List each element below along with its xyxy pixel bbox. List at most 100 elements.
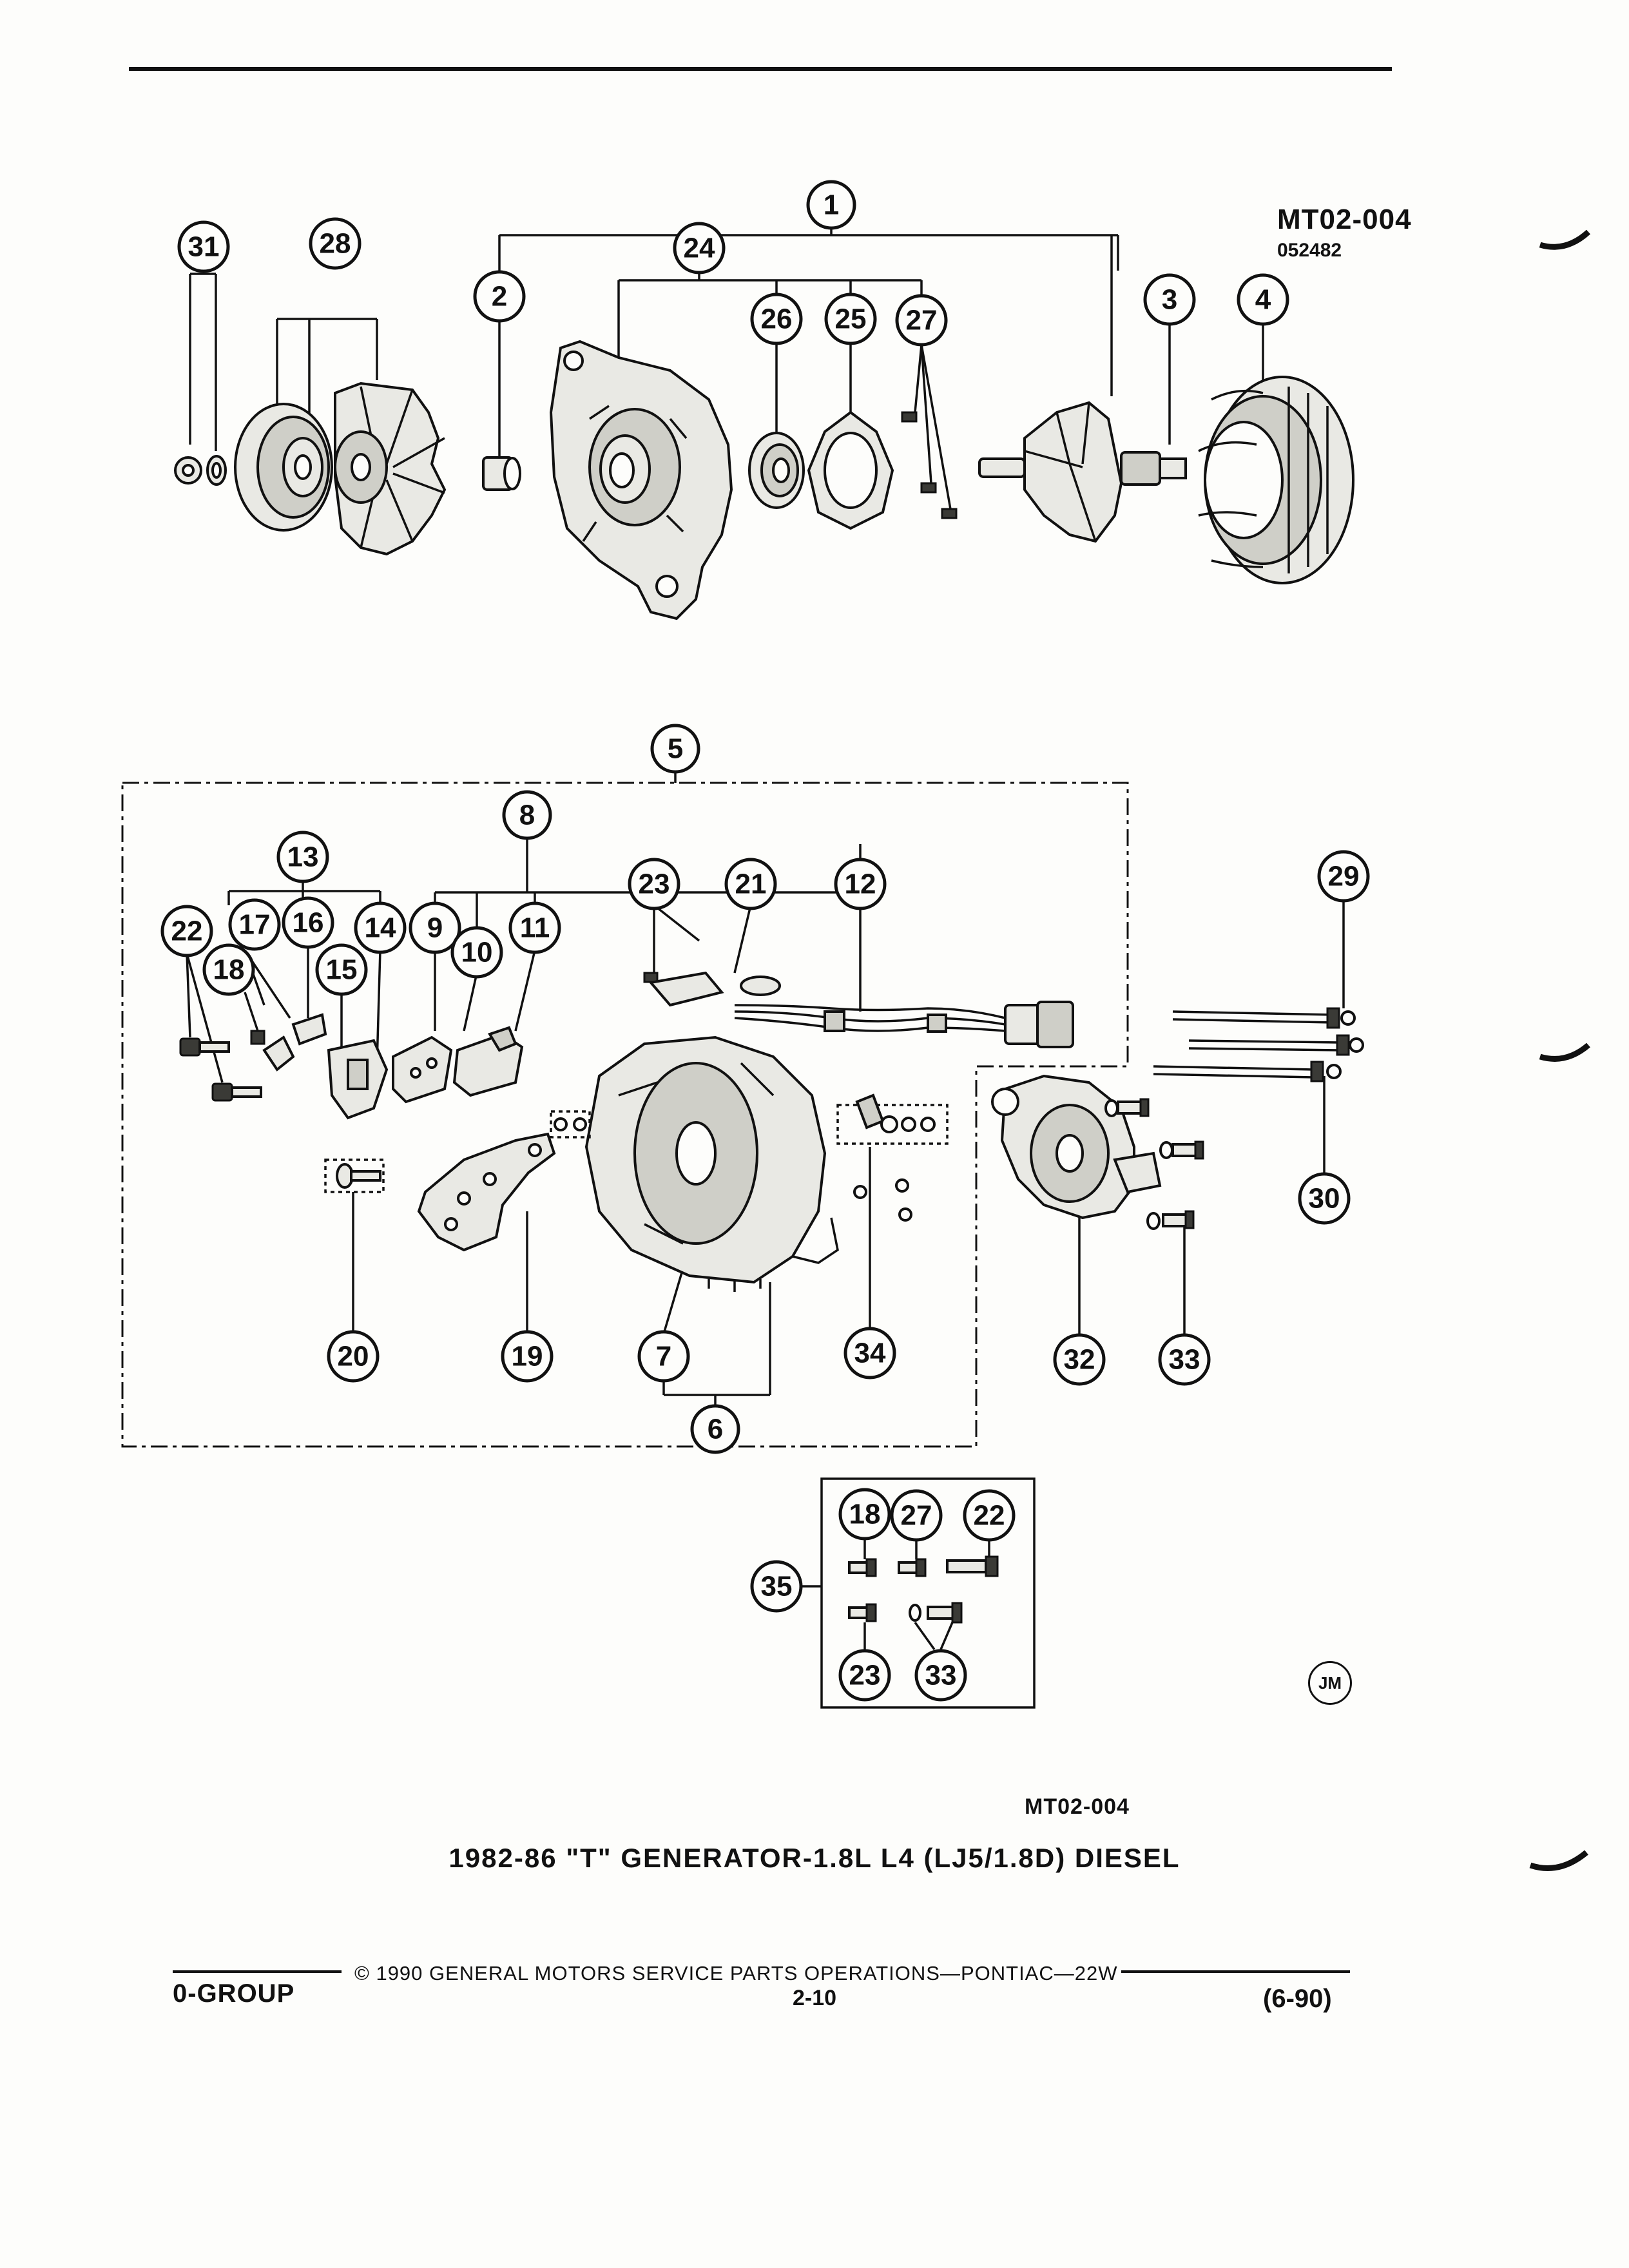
callout-2: 2 [473,270,526,323]
collar-2-drawing [482,456,521,491]
copyright-line: © 1990 GENERAL MOTORS SERVICE PARTS OPER… [354,1962,1118,1984]
svg-text:15: 15 [326,954,358,986]
callout-35: 35 [750,1560,803,1613]
svg-text:19: 19 [512,1341,543,1372]
svg-text:9: 9 [427,912,443,944]
svg-text:35: 35 [761,1571,793,1602]
svg-text:33: 33 [1169,1344,1200,1376]
svg-text:30: 30 [1309,1183,1340,1215]
svg-text:32: 32 [1064,1344,1095,1376]
callout-19: 19 [501,1330,554,1383]
svg-text:23: 23 [639,869,670,900]
callout-29: 29 [1317,850,1370,903]
callout-28: 28 [309,217,361,270]
callout-8: 8 [502,790,552,840]
figure-title: 1982-86 "T" GENERATOR-1.8L L4 (LJ5/1.8D)… [448,1843,1181,1873]
pulley-fan-28-drawing [234,381,447,556]
figure-id-top: MT02-004 [1277,204,1412,235]
callout-9: 9 [409,901,461,954]
svg-text:23: 23 [849,1660,881,1691]
svg-text:27: 27 [901,1500,932,1532]
callout-22-package: 22 [963,1489,1016,1542]
rectifier-19-drawing [417,1110,591,1252]
regulator-parts-drawing [179,1013,524,1120]
svg-text:11: 11 [520,912,550,944]
callout-1: 1 [806,180,856,230]
svg-text:4: 4 [1255,284,1271,316]
svg-text:33: 33 [925,1660,957,1691]
callout-30: 30 [1298,1172,1351,1225]
group-label: 0-GROUP [173,1979,295,2008]
retainer-plate-25-drawing [807,410,894,530]
svg-text:29: 29 [1328,861,1360,892]
package-35-drawing [802,1477,1036,1709]
screws-27-drawing [901,411,958,519]
edge-mark [1539,229,1591,250]
callout-11: 11 [508,901,561,954]
edge-mark [1529,1850,1588,1871]
rear-cover-32-drawing [991,1074,1204,1230]
callout-23: 23 [628,858,680,910]
callout-12: 12 [834,858,887,910]
rotor-3-drawing [978,401,1187,543]
callout-3: 3 [1143,273,1196,326]
svg-text:3: 3 [1162,284,1177,316]
page-number: 2-10 [792,1986,837,2010]
svg-text:26: 26 [761,303,793,335]
svg-text:27: 27 [906,305,938,336]
svg-text:17: 17 [239,909,271,941]
svg-text:31: 31 [188,231,220,263]
callout-31: 31 [177,220,230,273]
callout-21: 21 [724,858,777,910]
svg-text:16: 16 [293,907,324,939]
harness-12-drawing [643,971,1074,1048]
svg-text:21: 21 [735,869,767,900]
svg-text:18: 18 [849,1499,881,1530]
callout-18-package: 18 [838,1488,891,1541]
callout-17: 17 [228,898,281,951]
callout-5: 5 [650,724,700,774]
svg-text:24: 24 [684,233,715,264]
top-leader-lines [189,222,1264,510]
nut-31-drawing [174,455,227,486]
through-bolts-29-drawing [1153,1007,1364,1082]
callout-32: 32 [1053,1333,1106,1386]
callout-27: 27 [895,294,948,347]
svg-text:2: 2 [492,281,507,312]
svg-text:22: 22 [171,916,203,947]
callout-27-package: 27 [890,1489,943,1542]
callout-22: 22 [160,905,213,957]
callout-26: 26 [750,293,803,345]
svg-text:12: 12 [845,869,876,900]
svg-text:13: 13 [287,841,319,873]
callout-6: 6 [690,1404,740,1454]
figure-date-code: 052482 [1277,240,1342,261]
svg-text:22: 22 [974,1500,1005,1532]
svg-text:20: 20 [338,1341,369,1372]
svg-text:1: 1 [824,189,839,221]
svg-text:10: 10 [461,937,493,968]
callout-25: 25 [824,293,877,345]
svg-text:6: 6 [708,1414,723,1445]
callout-16: 16 [282,896,334,949]
callout-33-package: 33 [914,1649,967,1702]
svg-text:34: 34 [854,1338,886,1369]
callout-14: 14 [354,901,407,954]
callout-10: 10 [450,926,503,979]
svg-text:8: 8 [519,800,535,831]
edge-mark [1539,1043,1590,1062]
stator-4-drawing [1198,376,1354,584]
front-housing-24-drawing [549,340,733,620]
revision-date: (6-90) [1263,1984,1332,2013]
svg-text:28: 28 [320,228,351,260]
bearing-26-drawing [748,432,805,509]
callout-7: 7 [637,1330,690,1383]
svg-text:25: 25 [835,303,867,335]
figure-id-bottom: MT02-004 [1025,1794,1130,1819]
artist-mark: JM [1308,1661,1352,1705]
callout-33: 33 [1158,1333,1211,1386]
callout-18: 18 [202,943,255,996]
svg-text:5: 5 [668,733,683,765]
callout-15: 15 [315,943,368,996]
